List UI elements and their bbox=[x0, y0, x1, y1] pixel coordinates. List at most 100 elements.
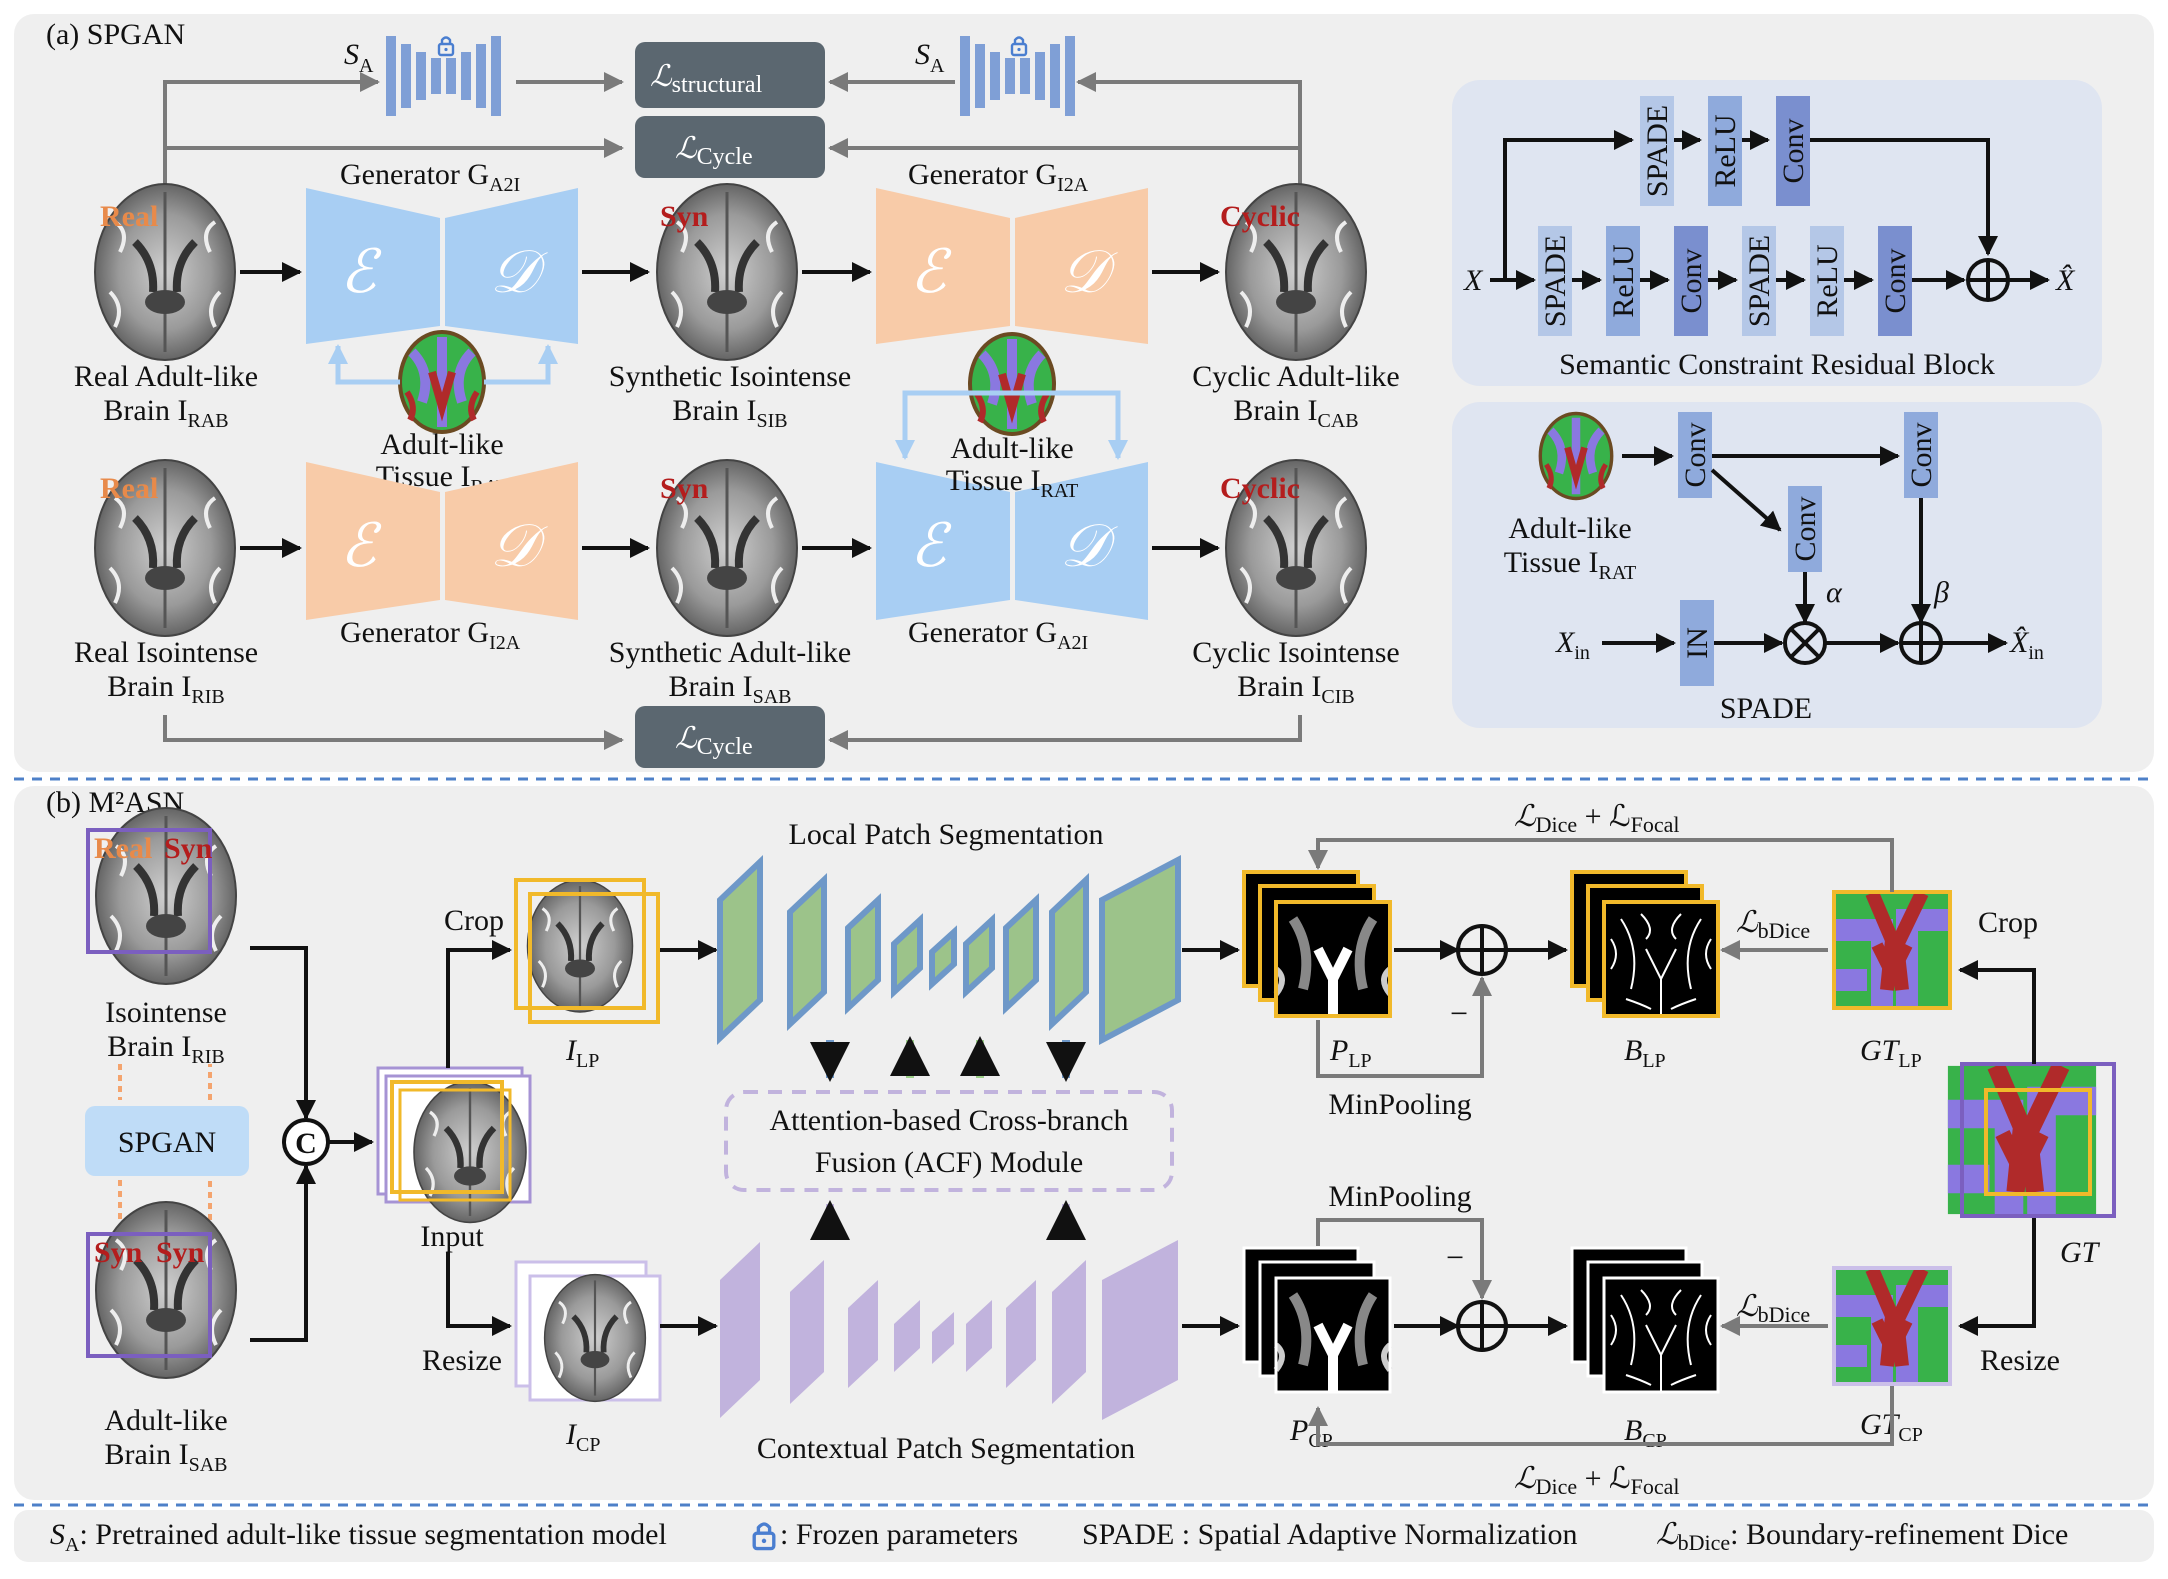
label-syn-iso-2: Brain ISIB bbox=[672, 394, 787, 432]
spade-diagram: Adult-like Tissue IRAT Conv Conv Conv α … bbox=[1504, 412, 2044, 725]
brain-adult-b bbox=[96, 1202, 236, 1378]
scrb-main-relu-2 bbox=[1810, 226, 1844, 336]
spade-x-out: X̂in bbox=[2009, 626, 2044, 664]
svg-text:ℰ: ℰ bbox=[910, 237, 952, 307]
tissue-arrow-enc-row2 bbox=[895, 390, 1012, 460]
loss-cycle-label-bottom: ℒCycle bbox=[675, 721, 753, 760]
svg-text:ReLU: ReLU bbox=[1607, 244, 1640, 318]
label-tissue-row2-2: Tissue IRAT bbox=[946, 464, 1079, 502]
scrb-main-spade-2 bbox=[1742, 226, 1776, 336]
i-cp-stack bbox=[514, 1260, 662, 1401]
crop-label-right: Crop bbox=[1978, 906, 2038, 939]
svg-text:Conv: Conv bbox=[1675, 248, 1708, 313]
label-syn-iso-1: Synthetic Isointense bbox=[609, 360, 851, 393]
dice-focal-path-top bbox=[1308, 838, 1894, 892]
label-tissue-row2-1: Adult-like bbox=[950, 432, 1073, 465]
ctx-seg-title: Contextual Patch Segmentation bbox=[757, 1432, 1135, 1465]
label-cyc-iso-2: Brain ICIB bbox=[1237, 670, 1354, 708]
sa-right-label: SA bbox=[915, 38, 945, 77]
path-real-iso-to-cycle bbox=[163, 715, 624, 750]
tag-syn-b1: Syn bbox=[164, 832, 213, 865]
legend-line: SA: Pretrained adult-like tissue segment… bbox=[50, 1518, 667, 1556]
svg-text:C: C bbox=[295, 1127, 317, 1160]
gen-a2i-label-bottom: Generator GA2I bbox=[908, 616, 1088, 654]
svg-text:ReLU: ReLU bbox=[1811, 244, 1844, 318]
spade-tissue-l2: Tissue IRAT bbox=[1504, 546, 1637, 584]
spgan-label: SPGAN bbox=[118, 1126, 216, 1159]
generator-i2a-row1: ℰ 𝒟 bbox=[876, 188, 1148, 344]
spade-alpha: α bbox=[1826, 576, 1843, 609]
legend-spade: SPADE : Spatial Adaptive Normalization bbox=[1082, 1518, 1578, 1551]
concat-icon: C bbox=[282, 1118, 330, 1166]
svg-text:ℰ: ℰ bbox=[910, 511, 952, 581]
minpooling-label-bottom: MinPooling bbox=[1328, 1180, 1471, 1213]
minus-top: − bbox=[1450, 995, 1468, 1031]
spade-x-in: Xin bbox=[1555, 626, 1590, 664]
svg-text:Conv: Conv bbox=[1679, 422, 1712, 487]
minpooling-label-top: MinPooling bbox=[1328, 1088, 1471, 1121]
sa-left-network bbox=[386, 36, 501, 116]
generator-a2i-row1: ℰ 𝒟 bbox=[306, 188, 578, 344]
loss-cycle-label-top: ℒCycle bbox=[675, 131, 753, 170]
arrow-iso-to-concat bbox=[250, 946, 316, 1120]
tag-syn-b2: Syn bbox=[94, 1236, 143, 1269]
scrb-top-conv bbox=[1776, 96, 1810, 206]
path-real-to-sa bbox=[163, 72, 380, 225]
scrb-top-to-sum bbox=[1810, 138, 1998, 256]
svg-text:ℰ: ℰ bbox=[340, 511, 382, 581]
spade-beta: β bbox=[1933, 576, 1949, 609]
sa-left-label: SA bbox=[344, 38, 374, 77]
p-lp-stack bbox=[1242, 870, 1390, 1016]
p-lp-label: PLP bbox=[1329, 1034, 1372, 1072]
spade-arrow-to-conv2 bbox=[1710, 468, 1782, 532]
arrow-gt-crop bbox=[1958, 960, 2036, 1064]
ctx-seg-network bbox=[720, 1240, 1178, 1420]
arrow-adult-to-concat bbox=[250, 1164, 316, 1342]
scrb-diagram: X SPADE ReLU Conv SPADE ReLU Conv SPADE … bbox=[1463, 96, 2076, 381]
tag-real-row1: Real bbox=[100, 200, 158, 233]
path-cyc-iso-to-cycle bbox=[828, 715, 1302, 750]
svg-text:Conv: Conv bbox=[1777, 118, 1810, 183]
b-cp-label: BCP bbox=[1624, 1414, 1667, 1452]
input-label: Input bbox=[420, 1220, 484, 1253]
spade-tissue-map bbox=[1540, 414, 1611, 499]
p-cp-stack bbox=[1242, 1246, 1390, 1392]
gen-i2a-label-bottom: Generator GI2A bbox=[340, 616, 521, 654]
arrow-input-crop bbox=[446, 940, 512, 1068]
label-real-iso-2: Brain IRIB bbox=[107, 670, 224, 708]
svg-text:SPADE: SPADE bbox=[1641, 105, 1674, 197]
p-cp-label: PCP bbox=[1289, 1414, 1333, 1452]
gt-cp-frame bbox=[1832, 1266, 1952, 1386]
gen-i2a-label-top: Generator GI2A bbox=[908, 158, 1089, 196]
resize-label-right: Resize bbox=[1980, 1344, 2060, 1377]
gt-cp-map bbox=[1835, 1269, 1949, 1383]
tissue-arrow-dec-row2 bbox=[1012, 390, 1128, 460]
svg-text:IN: IN bbox=[1681, 627, 1714, 659]
gt-lp-map bbox=[1835, 893, 1949, 1007]
svg-text:ReLU: ReLU bbox=[1709, 114, 1742, 188]
b-cp-stack bbox=[1570, 1246, 1720, 1394]
local-seg-title: Local Patch Segmentation bbox=[789, 818, 1104, 851]
scrb-title: Semantic Constraint Residual Block bbox=[1559, 348, 1995, 381]
gt-full-frame bbox=[1960, 1062, 2116, 1218]
bdice-label-top: ℒbDice bbox=[1736, 905, 1810, 943]
scrb-sum-icon bbox=[1966, 258, 2010, 302]
generator-a2i-row2: ℰ 𝒟 bbox=[876, 462, 1148, 620]
legend-bdice: ℒbDice: Boundary-refinement Dice bbox=[1656, 1517, 2068, 1555]
tag-cyclic-row2: Cyclic bbox=[1220, 472, 1300, 505]
minus-bottom: − bbox=[1446, 1239, 1464, 1275]
b-lp-stack bbox=[1570, 870, 1720, 1018]
scrb-main-spade-1 bbox=[1538, 226, 1572, 336]
loss-cycle-box-top bbox=[635, 116, 825, 178]
i-cp-label: ICP bbox=[565, 1418, 600, 1456]
label-cyc-adult-2: Brain ICAB bbox=[1233, 394, 1358, 432]
tag-syn-row1: Syn bbox=[660, 200, 709, 233]
dice-focal-path-bottom bbox=[1308, 1386, 1894, 1446]
tag-syn-b3: Syn bbox=[156, 1236, 205, 1269]
arrow-gt-resize bbox=[1958, 1218, 2036, 1336]
arrow-input-resize bbox=[446, 1252, 512, 1336]
label-tissue-row1-1: Adult-like bbox=[380, 428, 503, 461]
dice-focal-label-bottom: ℒDice + ℒFocal bbox=[1514, 1461, 1680, 1499]
